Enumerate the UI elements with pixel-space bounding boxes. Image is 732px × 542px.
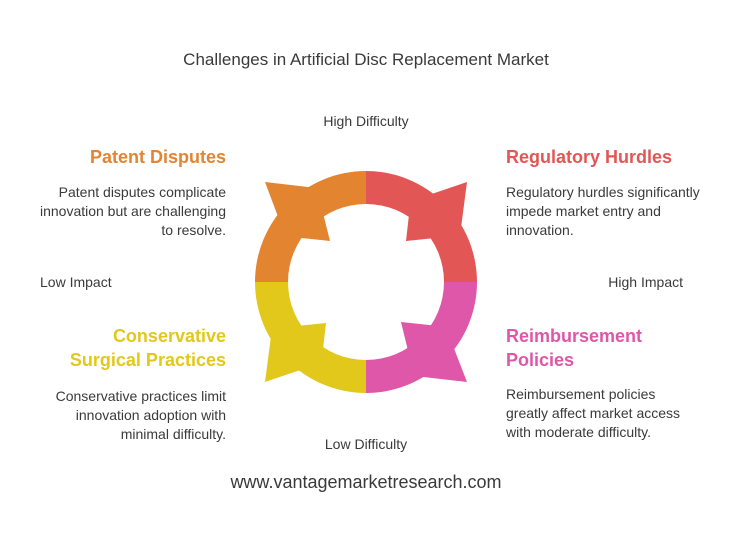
heading-line: Reimbursement [506,326,643,346]
heading-line: Policies [506,350,575,370]
description-reimbursement-policies: Reimbursement policies greatly affect ma… [506,386,681,440]
segment-regulatory-hurdles [366,171,477,282]
description-conservative-surgical-practices: Conservative practices limit innovation … [55,388,226,442]
description-patent-disputes: Patent disputes complicate innovation bu… [39,184,226,238]
heading-line: Conservative [112,326,226,346]
segment-reimbursement-policies [366,282,477,393]
heading-patent-disputes: Patent Disputes [89,147,226,167]
footer-website: www.vantagemarketresearch.com [230,472,502,492]
heading-conservative-surgical-practices: Conservative Surgical Practices [40,324,226,372]
axis-label-right: High Impact [608,274,683,290]
heading-regulatory-hurdles: Regulatory Hurdles [506,147,673,167]
segment-conservative-surgical-practices [255,282,366,393]
description-regulatory-hurdles: Regulatory hurdles significantly impede … [506,184,700,238]
heading-reimbursement-policies: Reimbursement Policies [506,324,706,372]
axis-label-bottom: Low Difficulty [324,436,408,452]
page-title: Challenges in Artificial Disc Replacemen… [183,50,549,69]
axis-label-top: High Difficulty [323,113,409,129]
axis-label-left: Low Impact [40,274,112,290]
segment-patent-disputes [255,171,366,282]
heading-line: Surgical Practices [69,350,226,370]
